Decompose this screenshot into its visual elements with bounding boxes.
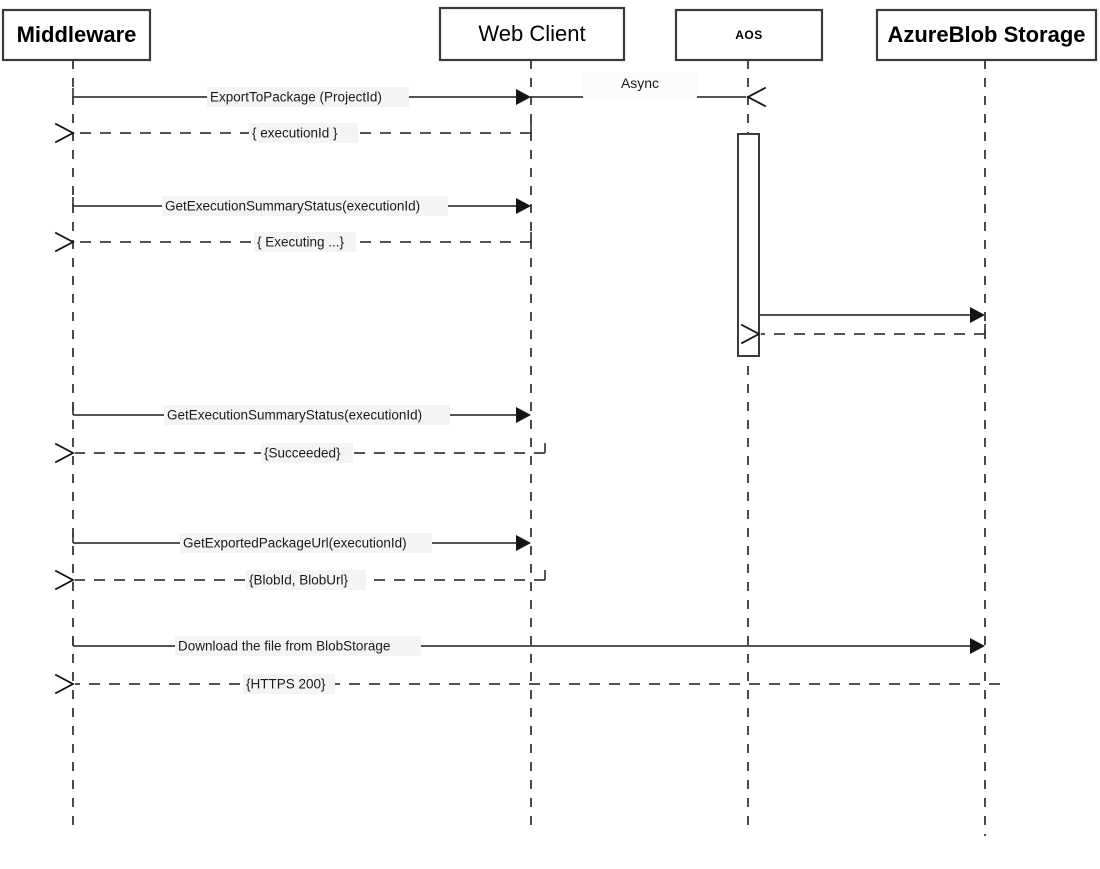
participant-box-webclient[interactable]	[438, 6, 626, 62]
message-label-background	[207, 87, 409, 107]
participant-label-middleware: Middleware	[17, 22, 137, 47]
message-label: GetExecutionSummaryStatus(executionId)	[167, 408, 422, 423]
arrowhead-filled	[516, 407, 531, 423]
message-label-background	[246, 570, 366, 590]
participant-aos[interactable]: AOS	[674, 8, 824, 62]
arrowhead-filled	[516, 198, 531, 214]
message-label: GetExecutionSummaryStatus(executionId)	[165, 199, 420, 214]
notes-layer: Async	[583, 72, 697, 99]
message-m6	[740, 323, 986, 345]
arrowhead-filled	[970, 638, 985, 654]
message-label-background	[243, 674, 335, 694]
message-label-background	[180, 533, 432, 553]
arrowhead-filled	[516, 535, 531, 551]
participant-box-blob[interactable]	[875, 8, 1098, 62]
participant-label-blob: AzureBlob Storage	[887, 22, 1085, 47]
message-m12: {HTTPS 200}	[54, 673, 1000, 695]
message-label-background	[261, 443, 353, 463]
message-label-background	[162, 196, 448, 216]
message-m5	[759, 307, 985, 323]
messages-layer: ExportToPackage (ProjectId) { executionId…	[54, 86, 1000, 695]
note-async-note: Async	[583, 72, 697, 99]
arrowhead-filled	[970, 307, 985, 323]
lifelines-layer	[72, 60, 986, 836]
participant-headers-layer: Middleware Web Client AOS AzureBlob Storage	[1, 6, 1098, 62]
message-m7: GetExecutionSummaryStatus(executionId)	[72, 405, 531, 425]
message-label-background	[175, 636, 421, 656]
participant-middleware[interactable]: Middleware	[1, 8, 152, 62]
message-label: {BlobId, BlobUrl}	[249, 573, 349, 588]
message-label: { Executing ...}	[257, 235, 345, 250]
message-label: {HTTPS 200}	[246, 677, 326, 692]
participant-label-webclient: Web Client	[478, 21, 585, 46]
arrowhead-open	[54, 673, 75, 695]
activation-bars-layer	[737, 133, 760, 357]
message-label: { executionId }	[252, 126, 338, 141]
participant-label-aos: AOS	[735, 28, 763, 42]
message-m4: { Executing ...}	[54, 231, 532, 253]
note-label: Async	[621, 75, 659, 91]
message-m3: GetExecutionSummaryStatus(executionId)	[72, 196, 531, 216]
arrowhead-open	[54, 442, 75, 464]
arrowhead-open	[54, 569, 75, 591]
arrowhead-filled	[516, 89, 531, 105]
activation-bar-aos	[737, 133, 760, 357]
message-m8: {Succeeded}	[54, 442, 546, 464]
message-label-background	[249, 123, 358, 143]
message-label-background	[254, 232, 356, 252]
message-label: Download the file from BlobStorage	[178, 639, 390, 654]
participant-blob[interactable]: AzureBlob Storage	[875, 8, 1098, 62]
participant-box-aos[interactable]	[674, 8, 824, 62]
message-m1: ExportToPackage (ProjectId)	[72, 87, 531, 107]
message-m9: GetExportedPackageUrl(executionId)	[72, 533, 531, 553]
message-label: ExportToPackage (ProjectId)	[210, 90, 382, 105]
participant-box-middleware[interactable]	[1, 8, 152, 62]
message-label: {Succeeded}	[264, 446, 341, 461]
arrowhead-open	[54, 122, 75, 144]
arrowhead-open	[54, 231, 75, 253]
participant-webclient[interactable]: Web Client	[438, 6, 626, 62]
message-label-background	[164, 405, 450, 425]
message-label: GetExportedPackageUrl(executionId)	[183, 536, 407, 551]
arrowhead-open	[746, 86, 767, 108]
message-m11: Download the file from BlobStorage	[72, 636, 985, 656]
message-m2: { executionId }	[54, 122, 532, 144]
note-background	[583, 72, 697, 99]
arrowhead-open	[740, 323, 761, 345]
message-m10: {BlobId, BlobUrl}	[54, 569, 546, 591]
